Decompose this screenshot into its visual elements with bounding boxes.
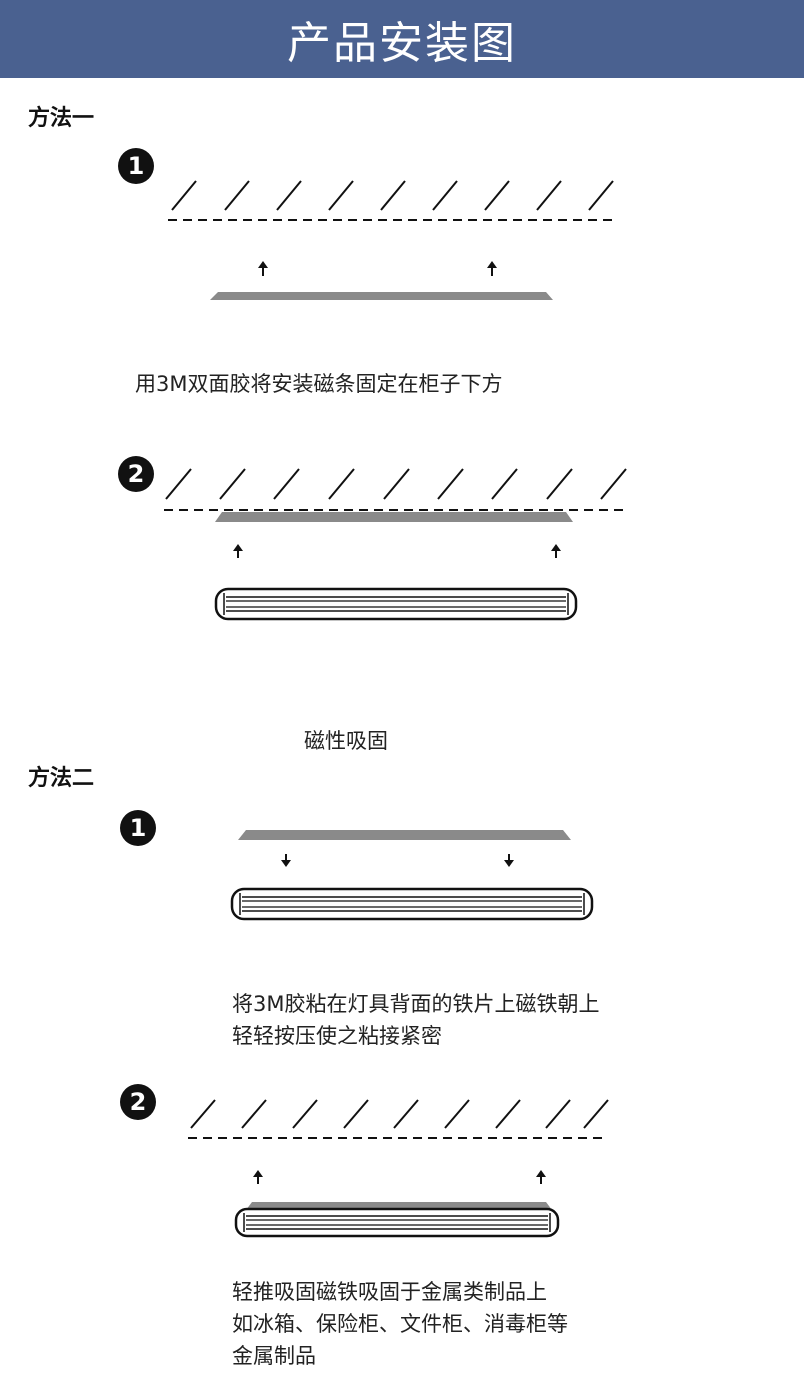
- up-arrow-icon: [253, 1170, 263, 1184]
- up-arrow-icon: [258, 261, 268, 276]
- method-1-result-caption: 磁性吸固: [304, 729, 388, 753]
- up-arrow-icon: [233, 544, 243, 558]
- method-2-step-1-caption-line-2: 轻轻按压使之粘接紧密: [232, 1024, 442, 1048]
- method-1-step-1-badge: 1: [118, 148, 154, 184]
- cabinet-surface-hatch: [165, 468, 627, 500]
- up-arrow-icon: [536, 1170, 546, 1184]
- method-2-step-2-badge: 2: [120, 1084, 156, 1120]
- method-2-step-1-caption-line-1: 将3M胶粘在灯具背面的铁片上磁铁朝上: [232, 992, 600, 1016]
- method-1-label: 方法一: [28, 106, 95, 131]
- method-2-step-2-caption-line-2: 如冰箱、保险柜、文件柜、消毒柜等: [232, 1312, 568, 1336]
- light-bar: [230, 887, 594, 921]
- light-bar: [234, 1207, 560, 1238]
- magnetic-strip: [210, 292, 553, 300]
- up-arrow-icon: [487, 261, 497, 276]
- down-arrow-icon: [504, 854, 514, 867]
- method-2-step-2-caption-line-1: 轻推吸固磁铁吸固于金属类制品上: [232, 1280, 547, 1304]
- up-arrow-icon: [551, 544, 561, 558]
- method-2-step-1-badge: 1: [120, 810, 156, 846]
- magnetic-strip: [215, 512, 573, 522]
- page-title: 产品安装图: [287, 18, 517, 69]
- metal-surface-hatch: [190, 1099, 609, 1129]
- method-2-step-2-caption-line-3: 金属制品: [232, 1344, 316, 1368]
- method-1-step-2-badge: 2: [118, 456, 154, 492]
- magnetic-strip: [238, 830, 571, 840]
- method-2-label: 方法二: [28, 766, 95, 791]
- light-bar: [214, 587, 578, 621]
- page-header: 产品安装图: [0, 0, 804, 78]
- cabinet-surface-hatch: [171, 180, 614, 211]
- down-arrow-icon: [281, 854, 291, 867]
- method-1-step-1-caption: 用3M双面胶将安装磁条固定在柜子下方: [135, 372, 503, 396]
